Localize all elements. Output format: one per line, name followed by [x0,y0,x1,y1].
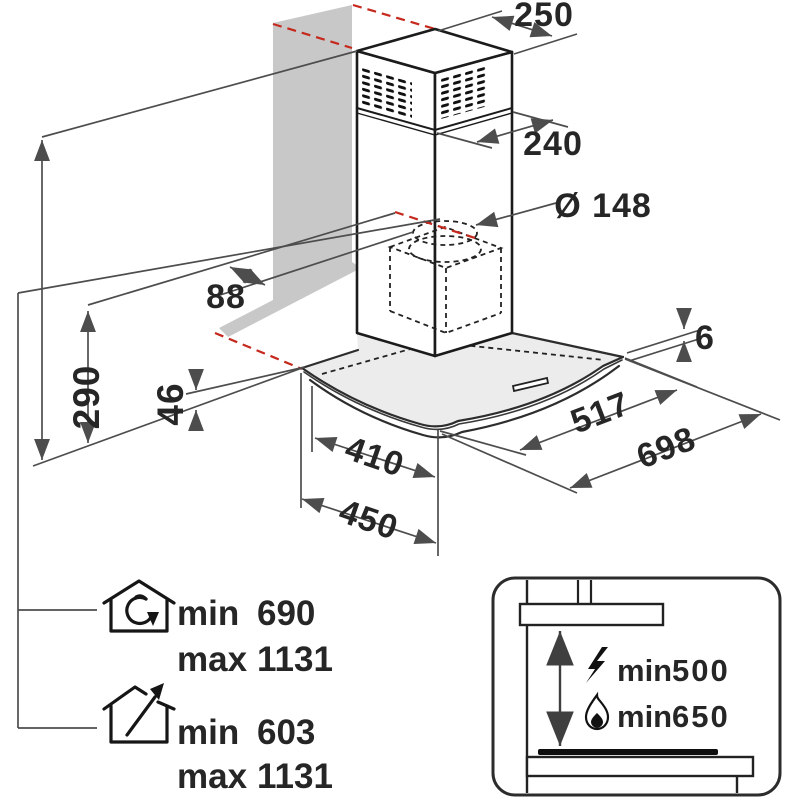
dim-chimney-section-height: 290 [66,365,107,430]
lightning-icon [586,647,608,683]
dim-canopy-back-height: 46 [150,382,191,425]
recirculation-mode-icon [102,579,176,633]
dim-duct-diameter: Ø 148 [554,187,652,225]
reference-lines [17,10,781,729]
electric-clearance-value: 500 [672,653,730,688]
recirc-max-label: max [177,640,248,679]
dim-glass-thickness: 6 [695,319,715,357]
dim-canopy-depth: 450 [334,492,403,547]
vent-grille-left [362,68,412,121]
recirc-min-label: min [177,594,239,633]
electric-clearance-label: min [617,653,672,688]
wall-shadow [219,5,361,337]
dim-chimney-top-width: 250 [514,0,574,34]
flame-icon [584,691,610,731]
hidden-duct-outlet [387,220,504,334]
gas-clearance-label: min [617,699,672,734]
ducted-mode-icon [102,683,176,744]
vent-grille-right [441,66,486,119]
ducted-min-label: min [177,713,239,752]
dim-chimney-top-depth: 240 [523,125,583,163]
ducted-max-value: 1131 [257,757,333,796]
canopy-handle [511,376,550,393]
recirc-min-value: 690 [257,594,315,633]
ducted-max-label: max [177,757,248,796]
dimension-arrows [34,15,762,544]
clearance-panel [491,576,782,797]
recirc-max-value: 1131 [257,640,333,679]
wall-reference-dashes [214,3,436,371]
dim-total-width: 698 [632,419,701,476]
dim-canopy-inner-width: 410 [340,429,409,484]
gas-clearance-value: 650 [672,699,730,734]
chimney-column [355,27,514,358]
hob-surface [538,749,718,755]
ducted-min-value: 603 [257,713,315,752]
dim-wall-to-duct: 88 [206,278,246,316]
